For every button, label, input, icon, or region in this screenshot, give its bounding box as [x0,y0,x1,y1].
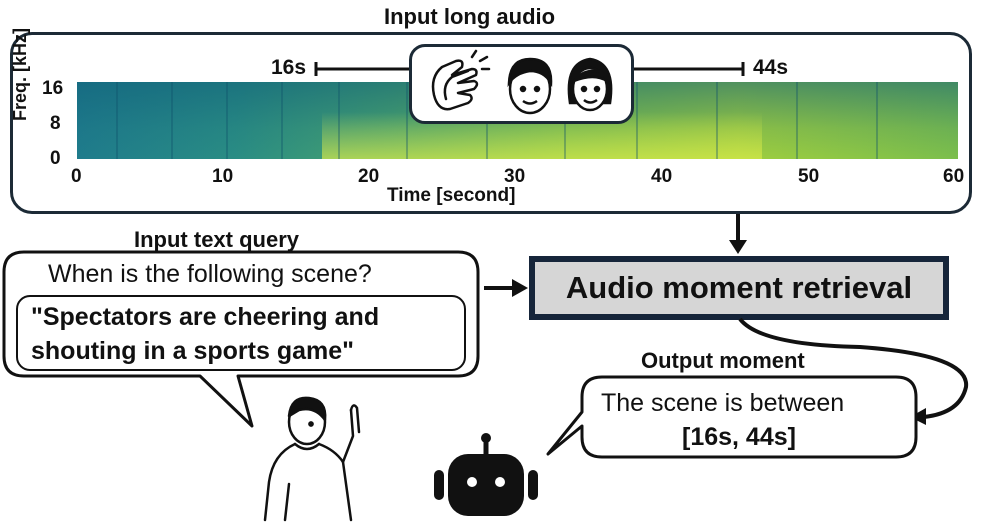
arrow-audio-to-retrieval [729,214,747,254]
x-tick-50: 50 [798,166,820,187]
woman-face-icon [567,57,613,112]
person-pointing-icon [263,396,361,522]
output-title: Output moment [641,348,805,373]
range-start-label: 16s [271,56,307,79]
x-tick-60: 60 [943,166,965,187]
range-end-label: 44s [753,56,789,79]
x-tick-10: 10 [212,166,234,187]
robot-icon [434,433,538,516]
output-line-1: The scene is between [601,389,845,417]
output-bubble [546,375,918,459]
man-face-icon [507,57,553,115]
range-bracket [314,62,745,76]
audio-moment-retrieval-box: Audio moment retrieval [529,256,949,320]
clapping-hands-icon [431,49,491,111]
scene-line-1: "Spectators are cheering and [31,303,380,331]
audio-title: Input long audio [384,4,556,29]
x-tick-0: 0 [71,166,82,187]
query-title: Input text query [134,227,300,252]
y-axis-label: Freq. [kHz] [10,27,30,121]
arrow-query-to-retrieval [484,279,528,297]
arrow-retrieval-to-output [738,317,969,425]
x-tick-20: 20 [358,166,380,187]
x-axis-label: Time [second] [387,185,516,206]
query-question: When is the following scene? [48,260,372,288]
audio-panel [10,32,972,214]
x-tick-40: 40 [651,166,673,187]
sound-source-icons [409,44,634,124]
y-tick-8: 8 [50,113,61,134]
y-tick-0: 0 [50,148,61,169]
scene-description-box: "Spectators are cheering and shouting in… [16,295,466,371]
output-line-2: [16s, 44s] [682,423,796,451]
scene-line-2: shouting in a sports game" [31,337,354,365]
x-tick-30: 30 [504,166,526,187]
y-tick-16: 16 [42,78,64,99]
